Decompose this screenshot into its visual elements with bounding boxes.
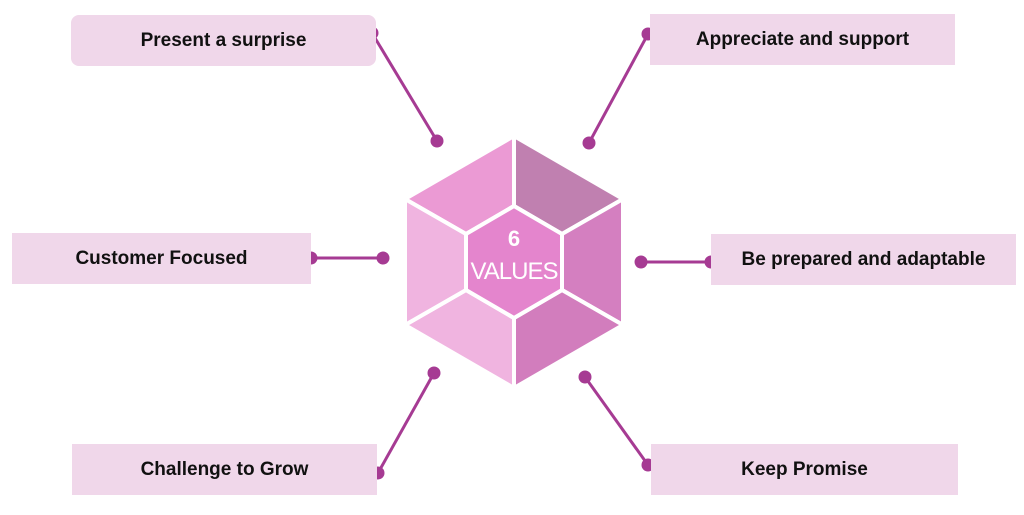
value-label: Appreciate and support bbox=[695, 28, 910, 50]
connector-middle-right bbox=[634, 255, 718, 269]
connector-middle-left bbox=[304, 251, 390, 265]
connector-bottom-left bbox=[371, 366, 441, 480]
center-number: 6 bbox=[507, 226, 521, 251]
value-label: Customer Focused bbox=[75, 247, 248, 269]
value-label: Be prepared and adaptable bbox=[741, 248, 986, 270]
value-label: Challenge to Grow bbox=[140, 458, 309, 480]
center-hexagon bbox=[464, 204, 564, 320]
value-box-keep-promise: Keep Promise bbox=[651, 444, 958, 495]
value-box-appreciate-support: Appreciate and support bbox=[650, 14, 955, 65]
connector-bottom-right bbox=[578, 370, 655, 472]
value-box-present-surprise: Present a surprise bbox=[71, 15, 376, 66]
value-label: Present a surprise bbox=[140, 29, 307, 51]
connector-top-right bbox=[582, 27, 655, 150]
connectors bbox=[304, 26, 718, 480]
center-label: VALUES bbox=[470, 258, 559, 285]
value-label: Keep Promise bbox=[741, 458, 868, 480]
connector-top-left bbox=[365, 26, 444, 148]
value-box-customer-focused: Customer Focused bbox=[12, 233, 311, 284]
value-box-challenge-grow: Challenge to Grow bbox=[72, 444, 377, 495]
hexagon-gem bbox=[403, 134, 625, 390]
value-box-prepared-adaptable: Be prepared and adaptable bbox=[711, 234, 1016, 285]
